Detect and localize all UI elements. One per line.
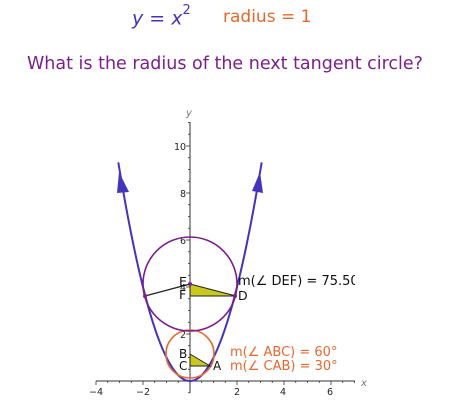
x-tick-label-neg4: −4 <box>89 387 103 398</box>
point-label-a: A <box>213 359 222 373</box>
x-tick-label-4: 4 <box>280 387 286 398</box>
equation-exponent: 2 <box>182 3 191 18</box>
y-tick-marks <box>186 122 190 394</box>
angle-def-label: m(∠ DEF) = 75.50° <box>238 274 365 289</box>
equation-label: y = x2 <box>132 3 191 30</box>
small-tangent-circle <box>165 329 215 379</box>
header: y = x2 radius = 1 <box>0 3 450 30</box>
angle-cab-label: m(∠ CAB) = 30° <box>230 359 338 374</box>
tangent-point-left <box>143 294 147 298</box>
x-tick-label-6: 6 <box>327 387 333 398</box>
y-tick-label-4: 4 <box>180 283 186 294</box>
y-tick-label-10: 10 <box>174 142 186 153</box>
triangle-abc <box>189 353 212 367</box>
point-e-dot <box>188 282 192 286</box>
x-axis-label: x <box>360 378 367 389</box>
angle-abc-label: m(∠ ABC) = 60° <box>230 345 337 360</box>
y-tick-label-6: 6 <box>180 236 186 247</box>
parabola-arrow-left <box>117 172 129 193</box>
radius-label: radius = 1 <box>223 7 312 27</box>
point-label-f: F <box>179 287 186 302</box>
y-axis-label: y <box>185 108 193 119</box>
def-angle-clip: m(∠ DEF) = 75.50° <box>238 274 365 289</box>
y-tick-label-8: 8 <box>180 189 186 200</box>
point-label-c: C <box>179 359 187 373</box>
x-tick-marks <box>95 381 355 385</box>
point-label-e: E <box>179 274 187 289</box>
tangent-chord <box>144 283 191 297</box>
triangle-def <box>189 283 237 297</box>
big-tangent-circle <box>142 236 238 332</box>
x-tick-label-neg2: −2 <box>136 387 150 398</box>
y-tick-label-2: 2 <box>180 330 186 341</box>
question-text: What is the radius of the next tangent c… <box>27 54 423 74</box>
equation-base: y = x <box>132 7 183 30</box>
point-label-b: B <box>179 347 187 361</box>
point-label-d: D <box>238 288 248 303</box>
x-tick-label-2: 2 <box>234 387 240 398</box>
parabola-arrow-right <box>252 172 263 193</box>
tangent-point-right <box>233 294 237 298</box>
